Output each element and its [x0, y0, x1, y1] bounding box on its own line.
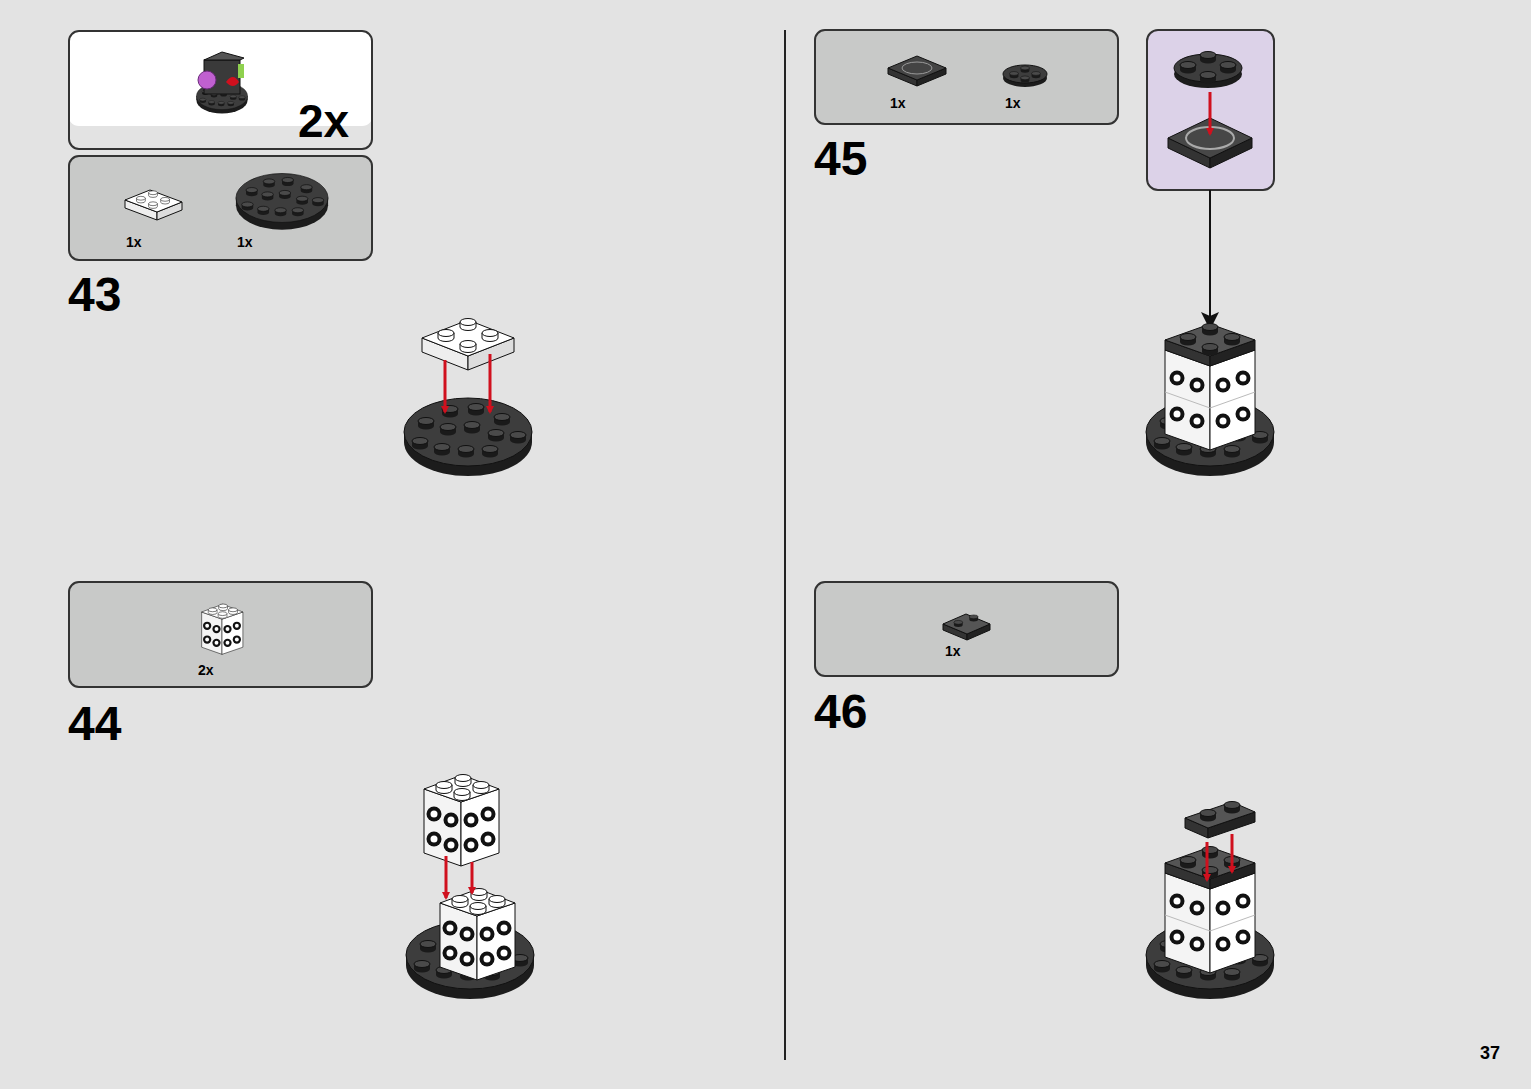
submodel-count-box: 2x: [68, 30, 373, 150]
parts-callout-box: 2x: [68, 581, 373, 688]
step-number: 43: [68, 271, 121, 319]
page-number: 37: [1480, 1044, 1500, 1062]
quantity-label: 1x: [126, 235, 142, 249]
quantity-label: 1x: [890, 96, 906, 110]
quantity-label: 2x: [298, 98, 349, 144]
quantity-label: 1x: [945, 644, 961, 658]
step-number: 45: [814, 135, 867, 183]
quantity-label: 1x: [1005, 96, 1021, 110]
step-number: 46: [814, 688, 867, 736]
parts-callout-box: 1x 1x: [814, 29, 1119, 125]
parts-callout-box: 1x: [814, 581, 1119, 677]
parts-callout-box: 1x 1x: [68, 155, 373, 261]
quantity-label: 1x: [237, 235, 253, 249]
step-number: 44: [68, 700, 121, 748]
quantity-label: 2x: [198, 663, 214, 677]
